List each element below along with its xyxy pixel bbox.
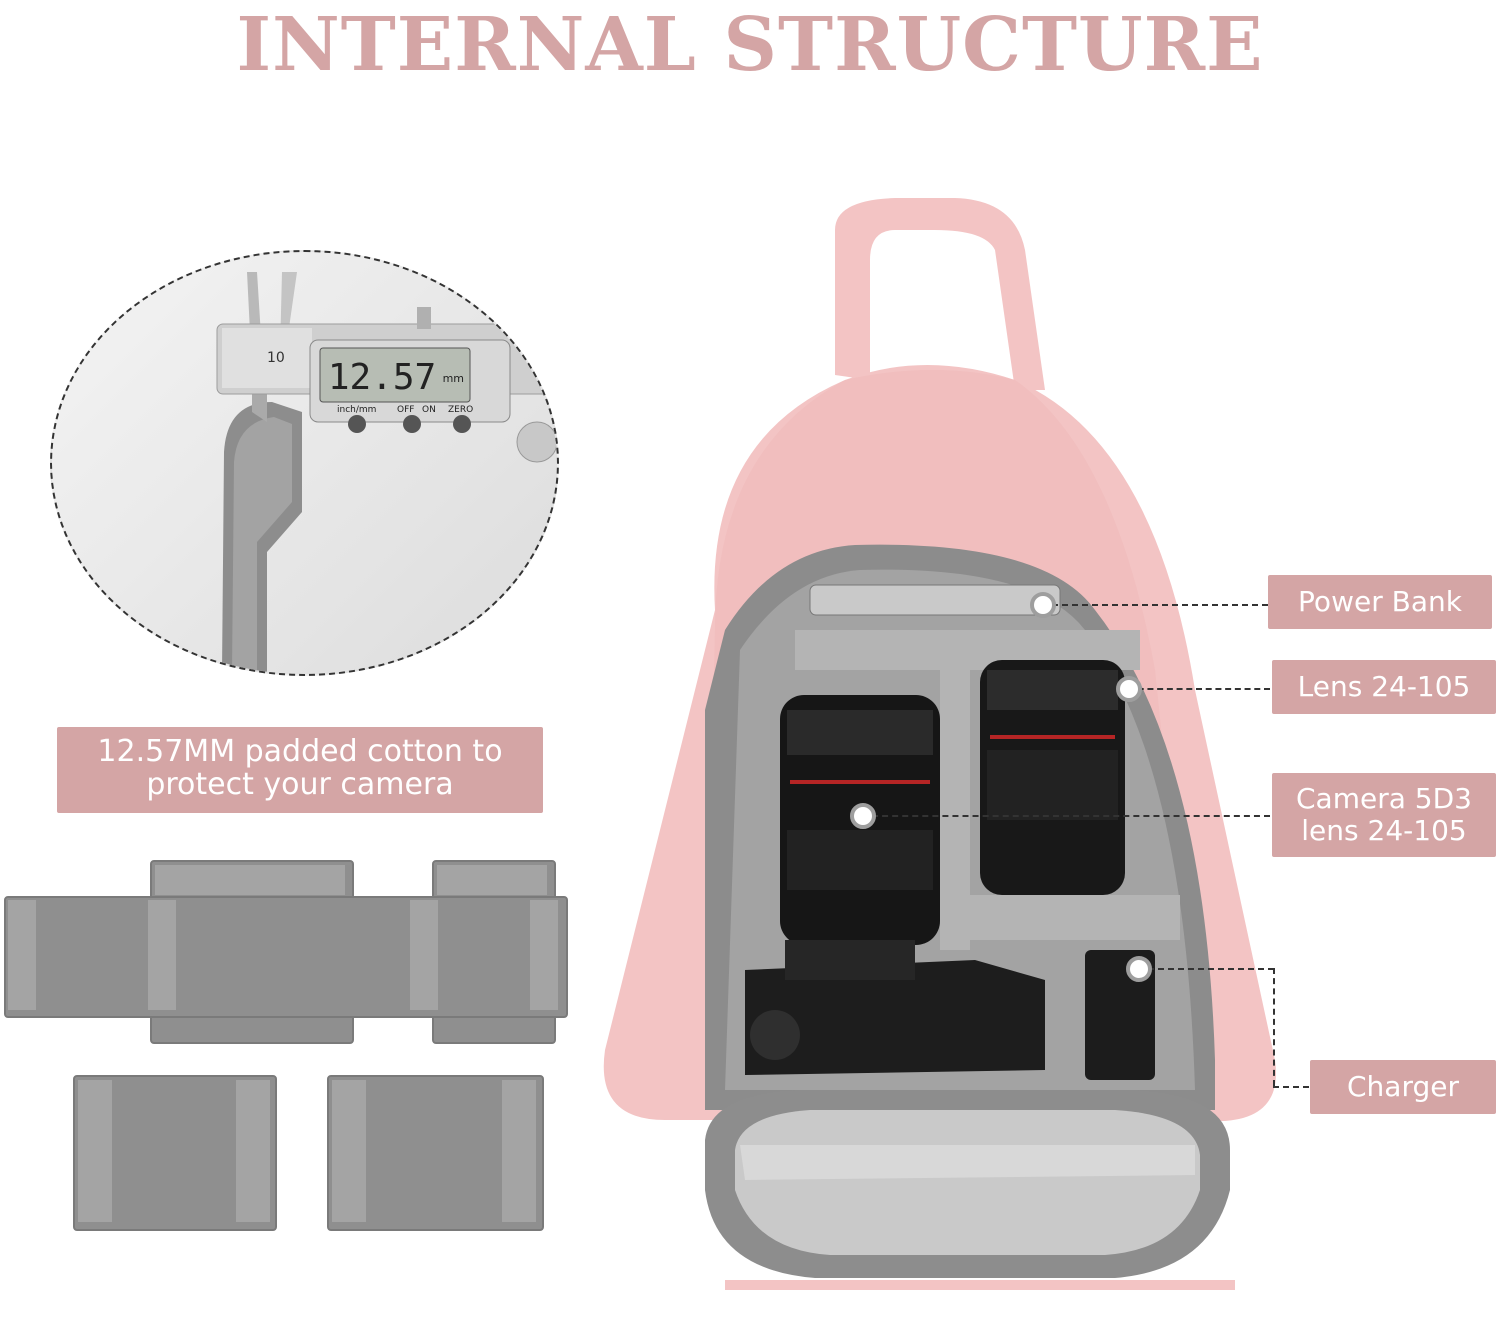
velcro-strip xyxy=(332,1080,366,1222)
callout-line-charger-b xyxy=(1273,968,1275,1086)
caliper-btn-label-3: ZERO xyxy=(448,405,473,415)
velcro-strip xyxy=(502,1080,536,1222)
label-camera-line2: lens 24-105 xyxy=(1301,814,1467,847)
label-camera: Camera 5D3 lens 24-105 xyxy=(1272,773,1496,857)
caliper-scale-number: 10 xyxy=(267,350,285,366)
callout-dot-charger xyxy=(1126,956,1152,982)
padding-note-line2: protect your camera xyxy=(146,767,454,802)
padding-note-line1: 12.57MM padded cotton to xyxy=(97,734,503,769)
caliper-reading: 12.57 xyxy=(328,357,436,398)
callout-line-power xyxy=(1042,604,1268,606)
caliper-btn-label-2: ON xyxy=(422,405,436,415)
label-lens: Lens 24-105 xyxy=(1272,660,1496,714)
callout-dot-power xyxy=(1030,592,1056,618)
callout-line-lens xyxy=(1128,688,1270,690)
caliper-inset: 10 12.57 mm inch/mm OFF ON ZERO xyxy=(50,250,559,676)
callout-dot-camera xyxy=(850,803,876,829)
caliper-btn-label-0: inch/mm xyxy=(337,405,376,415)
velcro-strip xyxy=(236,1080,270,1222)
callout-line-charger-c xyxy=(1273,1086,1309,1088)
velcro-strip xyxy=(78,1080,112,1222)
caliper-unit: mm xyxy=(443,372,464,385)
callout-dot-lens xyxy=(1116,676,1142,702)
label-power-bank: Power Bank xyxy=(1268,575,1492,629)
label-charger: Charger xyxy=(1310,1060,1496,1114)
label-camera-line1: Camera 5D3 xyxy=(1296,782,1472,815)
page-title: INTERNAL STRUCTURE xyxy=(236,2,1264,88)
padding-note-badge: 12.57MM padded cotton to protect your ca… xyxy=(57,727,543,813)
callout-line-camera xyxy=(862,815,1270,817)
caliper-btn-label-1: OFF xyxy=(397,405,414,415)
caliper-icon: 10 12.57 mm inch/mm OFF ON ZERO xyxy=(216,272,557,672)
camera-bag-icon xyxy=(603,198,1276,1290)
callout-line-charger-a xyxy=(1138,968,1274,970)
